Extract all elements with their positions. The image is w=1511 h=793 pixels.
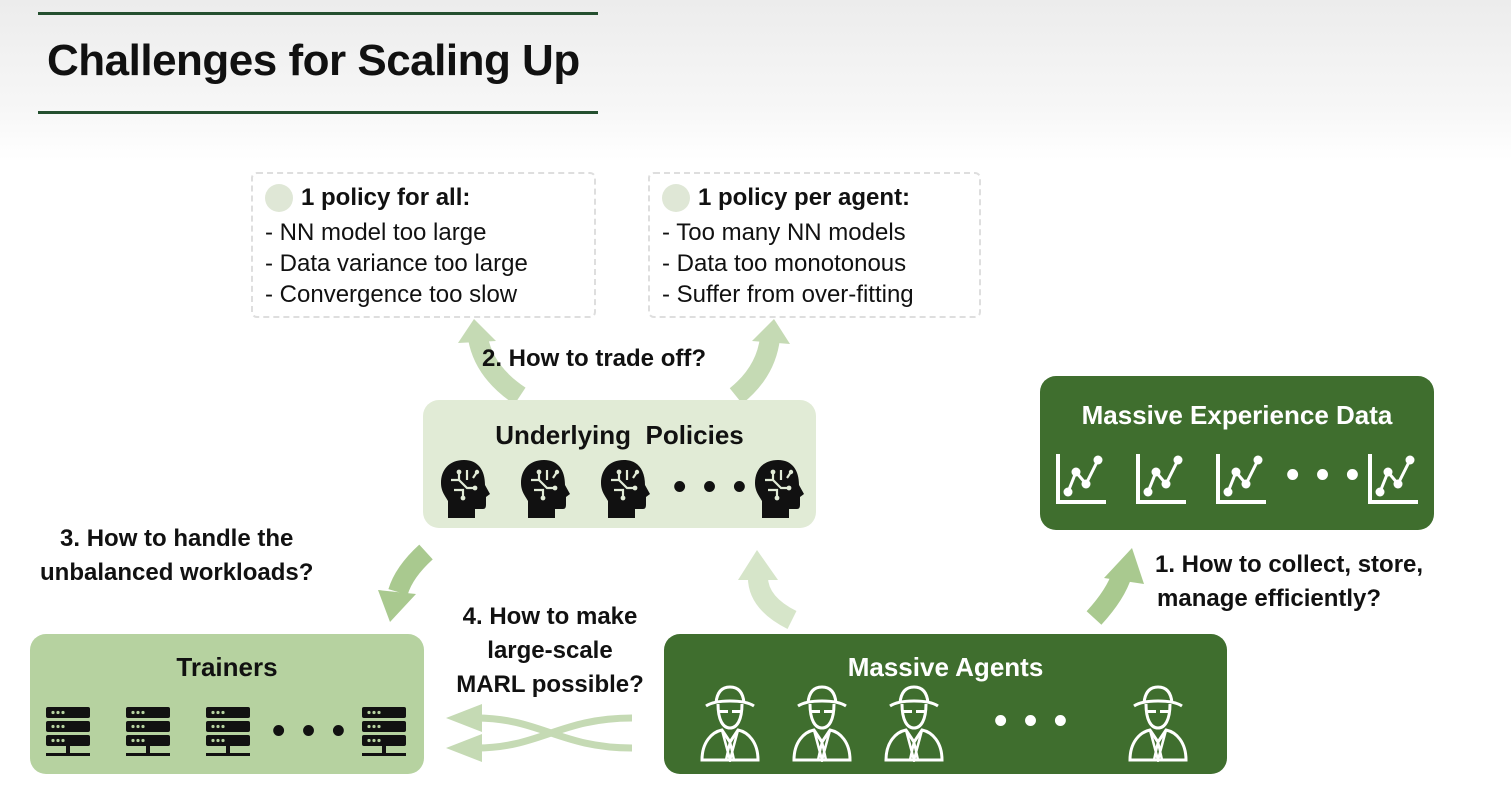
brain-head-icon bbox=[441, 460, 490, 518]
question-line: 1. How to collect, store, bbox=[1155, 551, 1424, 578]
question-unbalanced-workloads: 3. How to handle the unbalanced workload… bbox=[40, 522, 313, 590]
question-line: 3. How to handle the bbox=[60, 525, 294, 552]
question-line: large-scale bbox=[487, 637, 613, 664]
trainers-panel: Trainers • • • bbox=[30, 634, 424, 774]
underlying-policies-title: Underlying Policies bbox=[495, 420, 744, 450]
arrow-agents-to-policies-head bbox=[738, 550, 778, 580]
ellipsis: • • • bbox=[1286, 454, 1363, 496]
line-chart-icon bbox=[1216, 454, 1266, 504]
underlying-policies-panel: Underlying Policies • • • bbox=[423, 400, 816, 528]
policy-for-all-heading-text: 1 policy for all: bbox=[301, 184, 471, 211]
policy-per-agent-box: 1 policy per agent: - Too many NN models… bbox=[648, 172, 981, 318]
arrow-cross-head-top bbox=[446, 704, 482, 732]
policy-per-agent-line: - Data too monotonous bbox=[662, 250, 907, 277]
server-icon bbox=[46, 707, 90, 756]
policy-for-all-line: - Convergence too slow bbox=[265, 281, 518, 308]
massive-agents-panel: Massive Agents • • • bbox=[664, 634, 1227, 774]
experience-data-panel: Massive Experience Data • • • bbox=[1040, 376, 1434, 530]
policy-per-agent-line: - Suffer from over-fitting bbox=[662, 281, 914, 308]
policy-for-all-heading: 1 policy for all: bbox=[265, 184, 594, 212]
brain-head-icon bbox=[601, 460, 650, 518]
ellipsis: • • • bbox=[673, 466, 750, 508]
arrow-to-policy-per-agent bbox=[729, 336, 780, 404]
arrow-agents-to-data bbox=[1086, 570, 1132, 625]
question-collect-store: 1. How to collect, store, manage efficie… bbox=[1155, 548, 1423, 616]
arrow-to-policy-for-all bbox=[468, 335, 526, 405]
arrow-cross-lower bbox=[475, 714, 633, 752]
spy-agent-icon bbox=[884, 685, 944, 762]
policy-per-agent-heading-text: 1 policy per agent: bbox=[698, 184, 911, 211]
ellipsis: • • • bbox=[272, 710, 349, 752]
brain-head-icon bbox=[755, 460, 804, 518]
spy-agent-icon bbox=[1128, 685, 1188, 762]
line-chart-icon bbox=[1056, 454, 1106, 504]
arrow-policies-to-trainers bbox=[388, 544, 433, 596]
arrow-agents-to-policies bbox=[747, 573, 797, 629]
spy-agent-icon bbox=[792, 685, 852, 762]
question-line: manage efficiently? bbox=[1157, 585, 1382, 612]
question-trade-off: 2. How to trade off? bbox=[482, 345, 706, 372]
server-icon bbox=[126, 707, 170, 756]
policy-for-all-line: - Data variance too large bbox=[265, 250, 528, 277]
ellipsis: • • • bbox=[994, 700, 1071, 742]
question-large-scale-marl: 4. How to make large-scale MARL possible… bbox=[420, 600, 680, 702]
bullet-circle-icon bbox=[265, 184, 293, 212]
question-line: 4. How to make bbox=[462, 603, 638, 630]
experience-data-title: Massive Experience Data bbox=[1081, 400, 1393, 430]
arrow-to-policy-for-all-head bbox=[458, 319, 496, 343]
policy-for-all-box: 1 policy for all: - NN model too large -… bbox=[251, 172, 596, 318]
line-chart-icon bbox=[1136, 454, 1186, 504]
massive-agents-title: Massive Agents bbox=[847, 652, 1044, 682]
trainers-title: Trainers bbox=[176, 652, 278, 682]
bullet-circle-icon bbox=[662, 184, 690, 212]
arrow-agents-to-data-head bbox=[1104, 548, 1144, 584]
question-line: MARL possible? bbox=[456, 671, 644, 698]
policy-per-agent-line: - Too many NN models bbox=[662, 219, 906, 246]
line-chart-icon bbox=[1368, 454, 1418, 504]
arrow-cross-head-bottom bbox=[446, 734, 482, 762]
brain-head-icon bbox=[521, 460, 570, 518]
arrow-to-policy-per-agent-head bbox=[752, 319, 790, 344]
slide-title: Challenges for Scaling Up bbox=[47, 36, 580, 85]
server-icon bbox=[206, 707, 250, 756]
policy-for-all-line: - NN model too large bbox=[265, 219, 487, 246]
policy-per-agent-heading: 1 policy per agent: bbox=[662, 184, 979, 212]
spy-agent-icon bbox=[700, 685, 760, 762]
question-line: unbalanced workloads? bbox=[40, 559, 314, 586]
arrow-policies-to-trainers-head bbox=[378, 590, 416, 622]
server-icon bbox=[362, 707, 406, 756]
title-rule-bottom bbox=[38, 111, 598, 114]
title-rule-top bbox=[38, 12, 598, 15]
